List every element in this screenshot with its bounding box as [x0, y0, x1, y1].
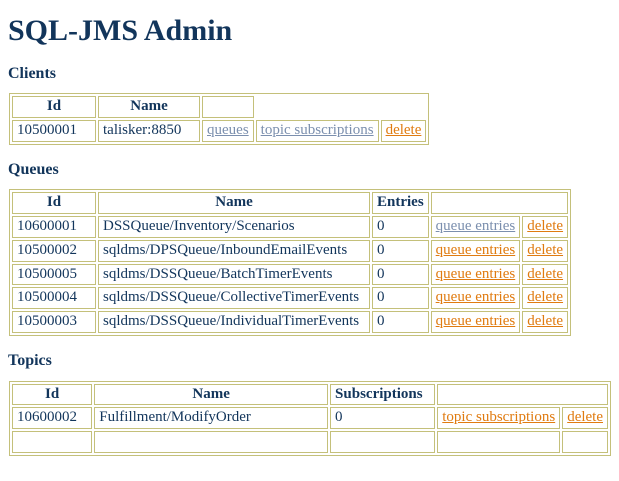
queue-entries-cell: 0	[372, 263, 429, 286]
topic-subscriptions-link[interactable]: topic subscriptions	[442, 409, 556, 426]
clients-column-name: Name	[98, 96, 200, 118]
clients-table: Id Name 10500001 talisker:8850 queues to…	[9, 93, 430, 145]
topic-delete-cell: delete	[562, 407, 608, 430]
queue-entries-link-cell: queue entries	[430, 263, 521, 286]
topic-id-cell-partial	[12, 431, 93, 454]
admin-page: SQL-JMS Admin Clients Id Name 10500001 t…	[8, 14, 611, 457]
topic-subscriptions-cell-partial	[330, 431, 436, 454]
queue-name-cell: sqldms/DPSQueue/InboundEmailEvents	[98, 239, 370, 262]
topics-header-row: Id Name Subscriptions	[12, 383, 608, 406]
queue-id-cell: 10500005	[12, 263, 96, 286]
queues-section-heading: Queues	[8, 160, 59, 178]
table-row: 10600002 Fulfillment/ModifyOrder 0 topic…	[12, 407, 608, 430]
table-row: 10500004 sqldms/DSSQueue/CollectiveTimer…	[12, 287, 569, 310]
queue-delete-link[interactable]: delete	[527, 241, 564, 258]
client-delete-cell: delete	[380, 119, 427, 142]
table-row-partial	[12, 431, 608, 454]
topics-table: Id Name Subscriptions 10600002 Fulfillme…	[9, 380, 611, 457]
queue-entries-cell: 0	[372, 216, 429, 238]
queue-delete-link[interactable]: delete	[527, 218, 564, 235]
table-row: 10500001 talisker:8850 queues topic subs…	[12, 119, 427, 142]
topic-delete-cell-partial	[562, 431, 608, 454]
queue-delete-link[interactable]: delete	[527, 265, 564, 282]
topic-delete-link[interactable]: delete	[567, 409, 603, 426]
queue-delete-cell: delete	[522, 263, 569, 286]
queue-entries-link-cell: queue entries	[430, 287, 521, 310]
client-topic-subscriptions-link[interactable]: topic subscriptions	[260, 121, 374, 138]
clients-column-actions-spacer	[202, 96, 254, 118]
queue-entries-link[interactable]: queue entries	[435, 218, 516, 235]
topic-subscriptions-link-cell: topic subscriptions	[437, 407, 561, 430]
queue-name-cell: sqldms/DSSQueue/IndividualTimerEvents	[98, 311, 370, 334]
topics-column-name: Name	[94, 383, 329, 406]
queues-header-row: Id Name Entries	[12, 192, 569, 215]
clients-column-id: Id	[12, 96, 96, 118]
table-row: 10600001 DSSQueue/Inventory/Scenarios 0 …	[12, 216, 569, 238]
queue-id-cell: 10500002	[12, 239, 96, 262]
queue-entries-cell: 0	[372, 311, 429, 334]
queue-delete-link[interactable]: delete	[527, 313, 564, 330]
queue-delete-cell: delete	[522, 311, 569, 334]
queue-entries-cell: 0	[372, 287, 429, 310]
clients-section-heading: Clients	[8, 64, 56, 82]
client-queues-cell: queues	[202, 119, 254, 142]
queue-entries-link[interactable]: queue entries	[435, 289, 516, 306]
queue-name-cell: DSSQueue/Inventory/Scenarios	[98, 216, 370, 238]
queue-entries-link[interactable]: queue entries	[435, 313, 516, 330]
queue-delete-link[interactable]: delete	[527, 289, 564, 306]
queues-column-id: Id	[12, 192, 96, 215]
queues-column-name: Name	[98, 192, 370, 215]
client-id-cell: 10500001	[12, 119, 96, 142]
topics-column-id: Id	[12, 383, 93, 406]
table-row: 10500002 sqldms/DPSQueue/InboundEmailEve…	[12, 239, 569, 262]
queue-id-cell: 10600001	[12, 216, 96, 238]
queue-entries-link-cell: queue entries	[430, 216, 521, 238]
topic-name-cell-partial	[94, 431, 329, 454]
table-row: 10500005 sqldms/DSSQueue/BatchTimerEvent…	[12, 263, 569, 286]
queue-id-cell: 10500004	[12, 287, 96, 310]
topic-subscriptions-cell: 0	[330, 407, 436, 430]
queue-entries-link[interactable]: queue entries	[435, 265, 516, 282]
queue-delete-cell: delete	[522, 216, 569, 238]
queue-name-cell: sqldms/DSSQueue/BatchTimerEvents	[98, 263, 370, 286]
queue-id-cell: 10500003	[12, 311, 96, 334]
topic-subscriptions-link-cell-partial	[437, 431, 561, 454]
queue-delete-cell: delete	[522, 239, 569, 262]
clients-header-row: Id Name	[12, 96, 426, 118]
topic-name-cell: Fulfillment/ModifyOrder	[94, 407, 329, 430]
queue-entries-cell: 0	[372, 239, 429, 262]
queue-entries-link-cell: queue entries	[430, 239, 521, 262]
topics-section-heading: Topics	[8, 352, 52, 370]
topic-id-cell: 10600002	[12, 407, 93, 430]
topics-column-subscriptions: Subscriptions	[330, 383, 436, 406]
queue-delete-cell: delete	[522, 287, 569, 310]
queues-column-entries: Entries	[372, 192, 429, 215]
queue-name-cell: sqldms/DSSQueue/CollectiveTimerEvents	[98, 287, 370, 310]
topics-column-actions-spacer	[437, 383, 608, 406]
client-name-cell: talisker:8850	[98, 119, 200, 142]
queue-entries-link-cell: queue entries	[430, 311, 521, 334]
client-delete-link[interactable]: delete	[385, 121, 422, 138]
client-topic-subscriptions-cell: topic subscriptions	[255, 119, 379, 142]
table-row: 10500003 sqldms/DSSQueue/IndividualTimer…	[12, 311, 569, 334]
queue-entries-link[interactable]: queue entries	[435, 241, 516, 258]
queues-column-actions-spacer	[430, 192, 569, 215]
page-title: SQL-JMS Admin	[8, 14, 233, 47]
queues-table: Id Name Entries 10600001 DSSQueue/Invent…	[9, 189, 572, 337]
client-queues-link[interactable]: queues	[207, 121, 249, 138]
